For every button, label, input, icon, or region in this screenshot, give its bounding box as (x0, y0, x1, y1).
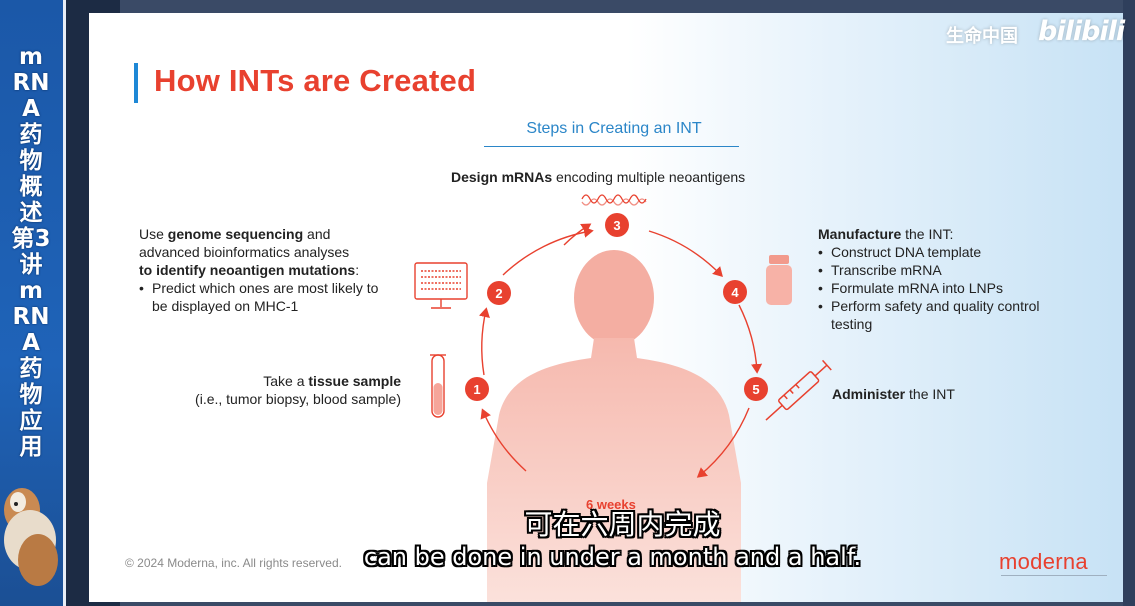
step-marker-2: 2 (487, 281, 511, 305)
slide-subtitle: Steps in Creating an INT (526, 120, 702, 137)
bilibili-logo: bilibili (1038, 16, 1125, 47)
subtitle-chinese: 可在六周内完成 (524, 508, 721, 541)
step-2-bullet: Predict which ones are most likely to be… (139, 279, 389, 315)
mascot-decoration-icon (4, 488, 58, 586)
step-1-text: Take a tissue sample (i.e., tumor biopsy… (159, 372, 401, 408)
monitor-icon (414, 262, 468, 309)
step-1-detail: (i.e., tumor biopsy, blood sample) (195, 391, 401, 407)
channel-watermark: 生命中国 (946, 26, 1018, 47)
moderna-logo: moderna (999, 549, 1088, 574)
subtitle-english: can be done in under a month and a half. (363, 543, 862, 571)
duration-label: 6 weeks (586, 497, 636, 512)
process-cycle-diagram: 1 2 3 4 5 (414, 194, 832, 602)
logo-underline (1001, 575, 1107, 576)
step-marker-1: 1 (465, 377, 489, 401)
step-4-bullet: Construct DNA template (818, 243, 1043, 261)
slide-title: How INTs are Created (154, 63, 477, 98)
subtitle-underline (484, 146, 739, 147)
step-4-bullet: Formulate mRNA into LNPs (818, 279, 1043, 297)
copyright-text: © 2024 Moderna, inc. All rights reserved… (125, 556, 342, 570)
step-number-4: 4 (731, 285, 739, 300)
step-marker-4: 4 (723, 280, 747, 304)
presentation-slide: How INTs are Created Steps in Creating a… (89, 13, 1123, 602)
step-4-text: Manufacture the INT: Construct DNA templ… (818, 225, 1043, 333)
vial-icon (766, 255, 792, 305)
step-number-2: 2 (495, 286, 502, 301)
step-3-text: Design mRNAs encoding multiple neoantige… (451, 169, 746, 185)
step-2-text: Use genome sequencing and advanced bioin… (139, 225, 389, 315)
step-marker-3: 3 (605, 213, 629, 237)
side-banner-title: mRNA药物概述 第3讲 mRNA药物应用 (11, 44, 51, 460)
step-5-text: Administer the INT (832, 386, 955, 402)
title-accent-bar (134, 63, 138, 103)
step-4-bullet: Perform safety and quality control testi… (818, 297, 1043, 333)
test-tube-icon (430, 354, 446, 418)
step-marker-5: 5 (744, 377, 768, 401)
syringe-icon (765, 359, 832, 421)
step-number-5: 5 (752, 382, 759, 397)
mrna-wave-icon (581, 194, 647, 206)
step-number-3: 3 (613, 218, 620, 233)
window-edge (1123, 0, 1135, 606)
person-silhouette-icon (487, 250, 741, 602)
side-banner: mRNA药物概述 第3讲 mRNA药物应用 (0, 0, 66, 606)
step-number-1: 1 (473, 382, 480, 397)
step-4-bullet: Transcribe mRNA (818, 261, 1043, 279)
